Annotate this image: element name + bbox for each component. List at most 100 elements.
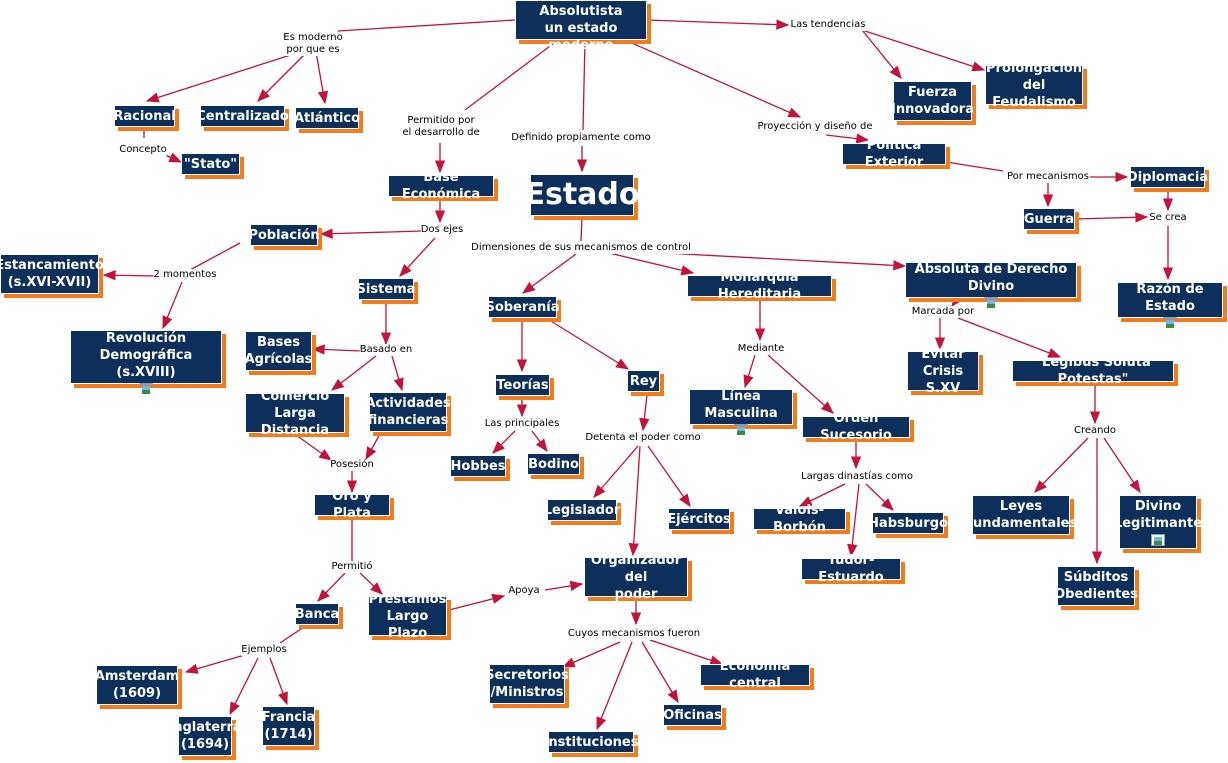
connector-line xyxy=(646,19,790,30)
node-absoluta[interactable]: Absoluta de Derecho Divino xyxy=(905,262,1077,308)
connector-line xyxy=(391,355,404,392)
connector-line xyxy=(317,572,346,602)
link-label: Se crea xyxy=(1149,212,1187,224)
node-ejercitos[interactable]: Ejércitos xyxy=(667,508,731,530)
node-prestamos[interactable]: Préstamos Largo Plazo xyxy=(368,591,447,641)
node-soberania[interactable]: Soberanía xyxy=(485,296,560,318)
node-poblacion[interactable]: Población xyxy=(248,224,320,246)
node-guerra[interactable]: Guerra xyxy=(1023,208,1075,230)
node-linea[interactable]: Línea Masculina xyxy=(689,389,793,435)
image-icon xyxy=(139,382,153,394)
node-amsterdam[interactable]: Amsterdam (1609) xyxy=(95,665,179,705)
connector-line xyxy=(257,51,308,102)
node-francia[interactable]: Francia (1714) xyxy=(262,706,315,746)
node-politica[interactable]: Política Exterior xyxy=(842,138,946,170)
connector-line xyxy=(798,483,846,507)
connector-line xyxy=(628,445,641,557)
connector-line xyxy=(639,394,650,432)
link-label: Permitido por el desarrollo de xyxy=(402,115,480,139)
node-valois[interactable]: Valois-Borbón xyxy=(753,503,846,535)
node-atlantico[interactable]: Atlántico xyxy=(294,107,360,129)
link-label: 2 momentos xyxy=(153,269,217,281)
node-economia[interactable]: Economía central xyxy=(700,659,810,691)
node-legibus[interactable]: "Legibus Soluta Potestas" xyxy=(1012,355,1174,387)
link-label: Concepto xyxy=(119,144,167,156)
node-bases[interactable]: Bases Agrícolas xyxy=(245,331,312,371)
connector-line xyxy=(624,39,802,118)
node-comercio[interactable]: Comercio Larga Distancia xyxy=(245,389,345,438)
link-label: Apoya xyxy=(508,585,540,597)
node-evitar[interactable]: Evitar Crisis S.XV xyxy=(907,347,979,396)
connector-line xyxy=(544,580,584,592)
image-icon xyxy=(1151,534,1165,546)
link-label: Ejemplos xyxy=(241,644,287,656)
node-monarquia[interactable]: Monarquía Hereditaria xyxy=(687,270,832,302)
connector-line xyxy=(145,51,301,103)
node-razon[interactable]: Razón de Estado xyxy=(1117,282,1223,328)
link-label: Basado en xyxy=(359,344,413,356)
node-hobbes[interactable]: Hobbes xyxy=(450,455,506,477)
node-estancamiento[interactable]: Estancamiento (s.XVI-XVII) xyxy=(0,254,104,294)
node-instituciones[interactable]: Instituciones xyxy=(544,731,638,753)
node-orden[interactable]: Orden Sucesorio xyxy=(802,411,910,443)
connector-line xyxy=(945,161,1004,172)
connector-line xyxy=(399,237,436,277)
node-bodino[interactable]: Bodino xyxy=(527,453,580,475)
link-label: Permitió xyxy=(331,561,373,573)
node-legislador[interactable]: Legislador xyxy=(544,499,620,521)
node-sistema[interactable]: Sistema xyxy=(357,278,415,300)
node-root[interactable]: El Estado Absolutista un estado moderno xyxy=(515,0,647,53)
node-secretorios[interactable]: Secretorios /Ministros xyxy=(485,664,569,704)
connector-line xyxy=(315,51,329,105)
connector-line xyxy=(521,253,577,294)
node-centralizado[interactable]: Centralizado xyxy=(196,105,289,127)
link-label: Proyección y diseño de xyxy=(757,121,873,133)
node-organizador[interactable]: Organizador del poder xyxy=(584,553,688,602)
connector-line xyxy=(649,639,724,666)
connector-line xyxy=(582,39,586,131)
link-label: Las tendencias xyxy=(790,19,866,31)
node-estado[interactable]: Estado xyxy=(524,174,640,216)
node-divino[interactable]: Divino Legitimante xyxy=(1114,495,1202,549)
connector-line xyxy=(825,133,870,144)
image-icon xyxy=(1163,317,1177,328)
connector-line xyxy=(767,354,834,414)
connector-line xyxy=(311,344,363,355)
node-oro[interactable]: Oro y Plata xyxy=(314,489,390,521)
node-leyes[interactable]: Leyes Fundamentales xyxy=(965,495,1077,535)
node-stato[interactable]: "Stato" xyxy=(181,153,240,175)
link-label: Creando xyxy=(1074,425,1116,437)
node-fuerza[interactable]: Fuerza Innovadora xyxy=(891,81,974,121)
connector-line xyxy=(596,641,633,731)
image-icon xyxy=(734,424,748,435)
link-label: Es moderno por que es xyxy=(283,32,343,56)
connector-line xyxy=(448,593,506,611)
connector-line xyxy=(1034,437,1089,493)
connector-line xyxy=(330,355,377,391)
connector-line xyxy=(957,317,1062,358)
node-prolongacion[interactable]: Prolongación del Feudalismo xyxy=(985,60,1083,110)
node-oficinas[interactable]: Oficinas xyxy=(663,704,722,726)
connector-line xyxy=(279,626,305,644)
node-teorias[interactable]: Teorías xyxy=(495,374,550,396)
node-subditos[interactable]: Súbditos Obedientes xyxy=(1054,566,1138,606)
node-rey[interactable]: Rey xyxy=(627,370,660,392)
node-habsburgo[interactable]: Habsburgo xyxy=(868,512,948,534)
link-label: Dos ejes xyxy=(420,224,464,236)
node-banca[interactable]: Banca xyxy=(295,603,339,625)
node-tudor[interactable]: Tudor-Estuardo xyxy=(801,553,901,585)
connector-line xyxy=(492,430,516,454)
connector-line xyxy=(189,242,241,271)
node-diplomacia[interactable]: Diplomacia xyxy=(1127,166,1208,188)
link-label: Marcada por xyxy=(911,306,975,318)
node-inglaterra[interactable]: Inglaterra (1694) xyxy=(168,716,242,756)
connector-line xyxy=(359,572,383,595)
node-base[interactable]: Base Económica xyxy=(388,170,494,202)
node-revolucion[interactable]: Revolución Demográfica (s.XVIII) xyxy=(70,330,222,394)
connector-line xyxy=(464,39,559,111)
connector-line xyxy=(269,657,288,706)
node-racional[interactable]: Racional xyxy=(113,105,176,127)
connector-line xyxy=(162,281,183,330)
node-actividades[interactable]: Actividades financieras xyxy=(365,392,451,432)
